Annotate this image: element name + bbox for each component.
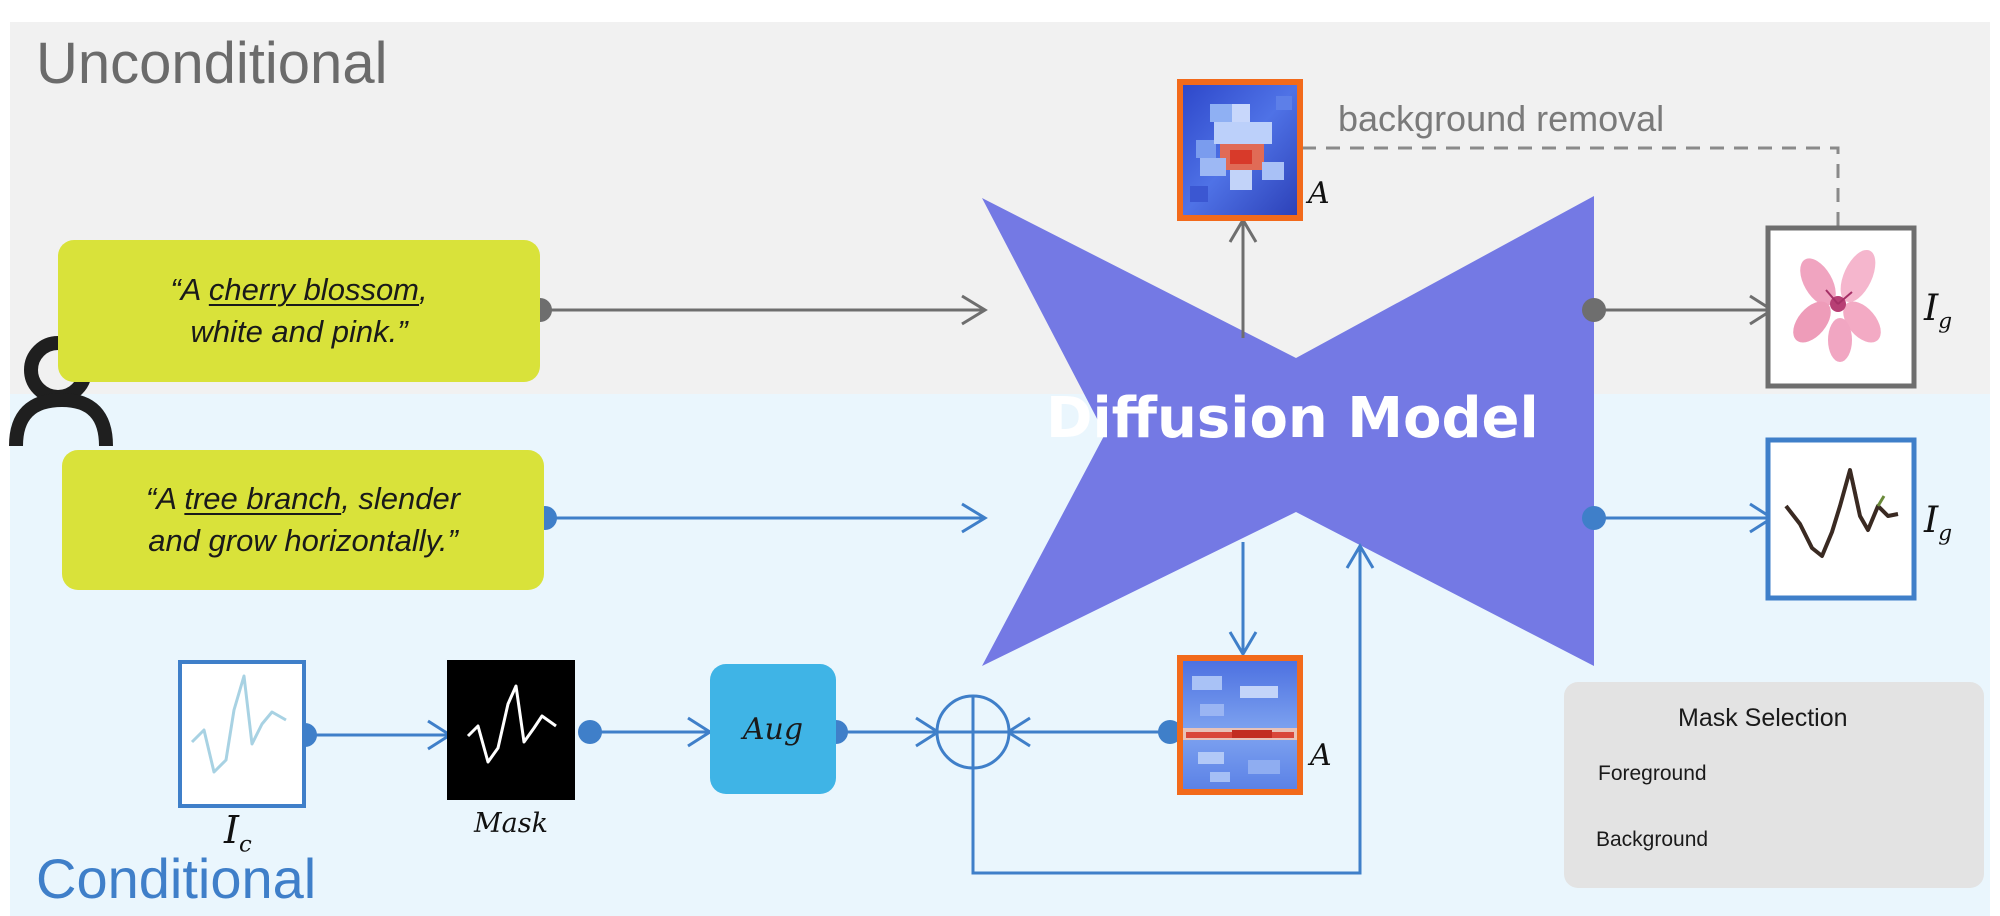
mask-label: Mask [474, 808, 548, 839]
conditional-title: Conditional [36, 847, 317, 910]
prompt-unconditional-arrowhead [961, 294, 988, 326]
background-removal-label: background removal [1338, 98, 1665, 139]
condition-image [178, 660, 306, 808]
mask-selection-title: Mask Selection [1678, 704, 1848, 732]
feedback-loop-arrowhead [1345, 543, 1375, 569]
generated-top-subscript: g [1938, 309, 1953, 335]
generated-image-top [1765, 225, 1917, 389]
attention-map-top [1177, 79, 1303, 221]
prompt-unconditional-line2: white and pink.” [190, 314, 408, 349]
legend-row-background: Background [1596, 828, 1709, 851]
attention-down-arrowhead [1228, 631, 1258, 657]
prompt-unconditional-post: , [419, 272, 428, 307]
generated-image-bottom [1765, 437, 1917, 601]
diffusion-model-shape [982, 196, 1594, 666]
attention-bottom-label: A [1310, 738, 1332, 773]
generated-bottom-symbol: I [1924, 500, 1939, 541]
unconditional-title: Unconditional [36, 31, 388, 96]
prompt-conditional-arrowhead [961, 502, 988, 534]
prompt-conditional-post: , slender [341, 481, 461, 516]
mask-selection-legend [1564, 682, 1984, 888]
prompt-unconditional-pre: “A [170, 272, 209, 307]
addition-operator-icon [935, 694, 1011, 770]
attention-top-label: A [1308, 176, 1330, 211]
legend-row-foreground: Foreground [1598, 762, 1707, 785]
prompt-conditional-line2: and grow horizontally.” [148, 523, 458, 558]
prompt-unconditional-subject: cherry blossom [208, 272, 420, 307]
generated-bottom-subscript: g [1938, 521, 1953, 547]
feedback-loop-edge [971, 548, 1362, 875]
generated-top-label: Ig [1924, 288, 1952, 334]
prompt-conditional-subject: tree branch [184, 481, 342, 516]
attention-map-bottom [1177, 655, 1303, 795]
generated-bottom-label: Ig [1924, 500, 1952, 546]
background-removal-edge [1302, 146, 1840, 226]
diffusion-model-label: Diffusion Model [1046, 386, 1539, 451]
prompt-unconditional: “A cherry blossom, white and pink.” [58, 240, 540, 382]
prompt-conditional-pre: “A [145, 481, 185, 516]
augmentation-block: Aug [710, 664, 836, 794]
condition-image-symbol: I [224, 808, 240, 852]
mask-image [447, 660, 575, 800]
generated-top-symbol: I [1924, 288, 1939, 329]
condition-image-subscript: c [239, 831, 252, 858]
condition-image-label: Ic [224, 808, 252, 858]
prompt-conditional: “A tree branch, slender and grow horizon… [62, 450, 544, 590]
